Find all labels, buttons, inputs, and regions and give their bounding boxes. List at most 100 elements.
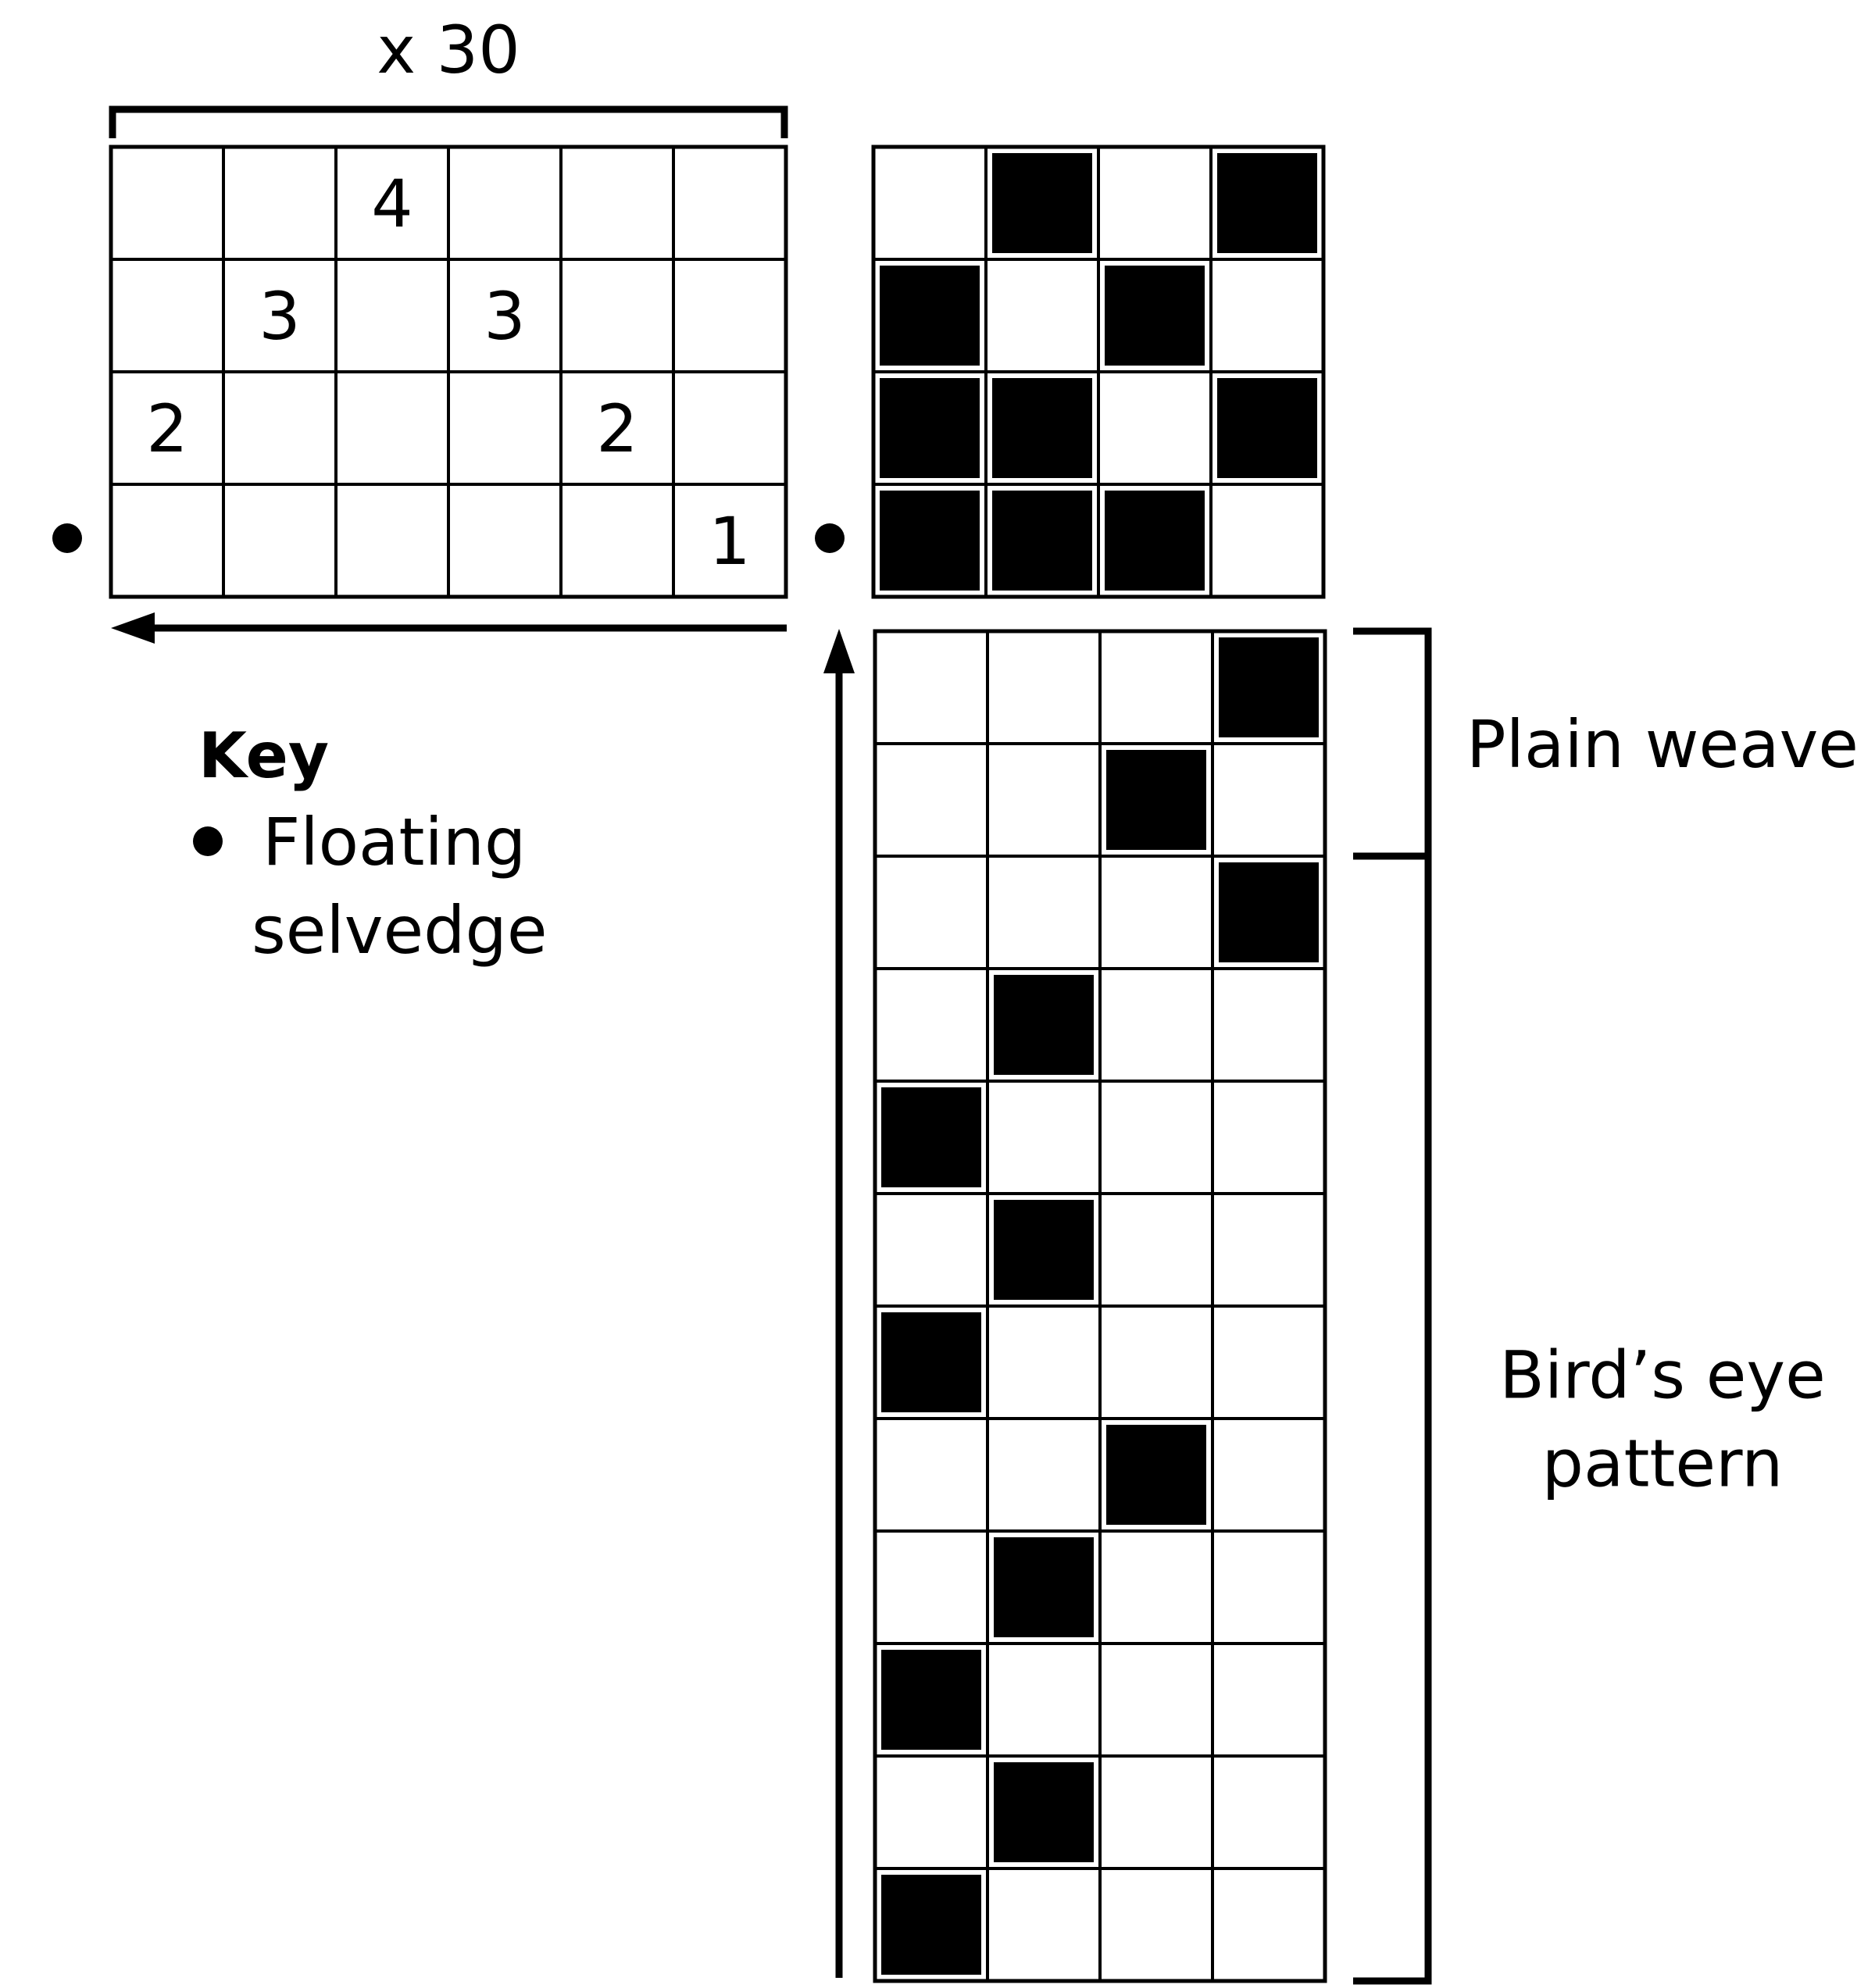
tieup-filled-cell	[1217, 153, 1317, 253]
treadling-cell	[1098, 1192, 1214, 1308]
threading-cell	[672, 258, 788, 373]
tieup-cell	[1097, 370, 1212, 486]
treadling-cell	[1098, 630, 1214, 745]
treadling-cell	[1098, 1642, 1214, 1758]
treadling-filled-cell	[994, 1537, 1094, 1637]
treadling-cell	[1211, 1642, 1327, 1758]
tieup-filled-cell	[880, 266, 980, 366]
section-label: Plain weave	[1466, 706, 1859, 783]
threading-cell	[447, 483, 562, 598]
threading-cell	[222, 145, 338, 261]
section-bracket	[1353, 627, 1432, 860]
tieup-grid	[871, 145, 1326, 599]
treadling-cell	[1098, 855, 1214, 970]
treadling-cell	[986, 1417, 1102, 1533]
threading-cell	[109, 483, 225, 598]
floating-selvedge-dot-right	[815, 523, 845, 553]
floating-selvedge-dot-left	[52, 523, 82, 553]
treadling-cell	[1211, 1305, 1327, 1420]
threading-cell	[334, 258, 450, 373]
treadling-border	[873, 629, 1327, 1983]
threading-cell	[222, 483, 338, 598]
treadling-cell	[1098, 1080, 1214, 1195]
key-title: Key	[198, 719, 329, 792]
treadling-filled-cell	[994, 975, 1094, 1075]
treadling-cell	[986, 630, 1102, 745]
threading-cell	[559, 483, 675, 598]
threading-number: 3	[259, 278, 300, 355]
treadling-cell	[986, 1305, 1102, 1420]
threading-border	[109, 145, 788, 599]
tieup-filled-cell	[992, 491, 1092, 591]
threading-cell	[109, 145, 225, 261]
treadling-filled-cell	[881, 1087, 981, 1187]
threading-number: 4	[371, 166, 412, 242]
threading-cell	[334, 483, 450, 598]
treadling-filled-cell	[881, 1650, 981, 1750]
tieup-filled-cell	[992, 153, 1092, 253]
treadling-filled-cell	[1219, 862, 1319, 962]
treadling-cell	[986, 1867, 1102, 1983]
treadling-cell	[873, 1417, 989, 1533]
treadling-cell	[873, 967, 989, 1083]
section-label: Bird’s eye	[1499, 1337, 1826, 1414]
treadling-cell	[1211, 742, 1327, 858]
treadling-filled-cell	[1106, 750, 1206, 850]
treadling-cell	[986, 1080, 1102, 1195]
tieup-cell	[984, 258, 1100, 373]
treadling-filled-cell	[1219, 637, 1319, 737]
threading-cell	[559, 258, 675, 373]
treadling-cell	[986, 1642, 1102, 1758]
key-item-label-line-1: Floating	[262, 804, 526, 880]
treadling-cell	[1098, 967, 1214, 1083]
treadling-cell	[986, 855, 1102, 970]
treadling-cell	[1211, 1529, 1327, 1645]
treadling-cell	[1098, 1867, 1214, 1983]
treadling-cell	[1211, 1867, 1327, 1983]
threading-number: 2	[146, 391, 188, 467]
tieup-border	[871, 145, 1326, 599]
threading-cell	[334, 145, 450, 261]
tieup-cell	[872, 145, 988, 261]
threading-cell	[672, 145, 788, 261]
treadling-cell	[1098, 1529, 1214, 1645]
key-dot-icon	[193, 826, 223, 856]
treadling-cell	[1211, 1192, 1327, 1308]
treadling-filled-cell	[994, 1762, 1094, 1862]
section-bracket	[1353, 852, 1432, 1985]
treadling-filled-cell	[1106, 1425, 1206, 1525]
threading-cell	[222, 370, 338, 486]
threading-cell	[222, 258, 338, 373]
treadling-cell	[986, 742, 1102, 858]
repeat-label: x 30	[377, 12, 520, 88]
key: Key Floating selvedge	[193, 719, 548, 969]
tieup-filled-cell	[992, 378, 1092, 478]
treadling-filled-cell	[994, 1200, 1094, 1300]
key-item-label-line-2: selvedge	[252, 892, 548, 969]
tieup-filled-cell	[1105, 266, 1205, 366]
threading-number: 2	[596, 391, 638, 467]
threading-number: 3	[484, 278, 525, 355]
threading-cell	[109, 258, 225, 373]
treadling-cell	[1098, 1305, 1214, 1420]
threading-arrow-head	[111, 612, 155, 644]
tieup-cell	[1209, 258, 1325, 373]
treadling-cell	[1211, 1417, 1327, 1533]
threading-cell	[672, 370, 788, 486]
treadling-cell	[873, 1529, 989, 1645]
threading-cell	[672, 483, 788, 598]
treadling-cell	[1098, 1754, 1214, 1870]
tieup-cell	[1209, 483, 1325, 598]
tieup-cell	[1097, 145, 1212, 261]
treadling-filled-cell	[881, 1875, 981, 1975]
treadling-direction-arrow	[823, 629, 855, 1978]
tieup-filled-cell	[1217, 378, 1317, 478]
treadling-cell	[873, 742, 989, 858]
treadling-cell	[1211, 1754, 1327, 1870]
threading-cell	[334, 370, 450, 486]
threading-cell	[447, 370, 562, 486]
treadling-arrow-head	[823, 629, 855, 673]
